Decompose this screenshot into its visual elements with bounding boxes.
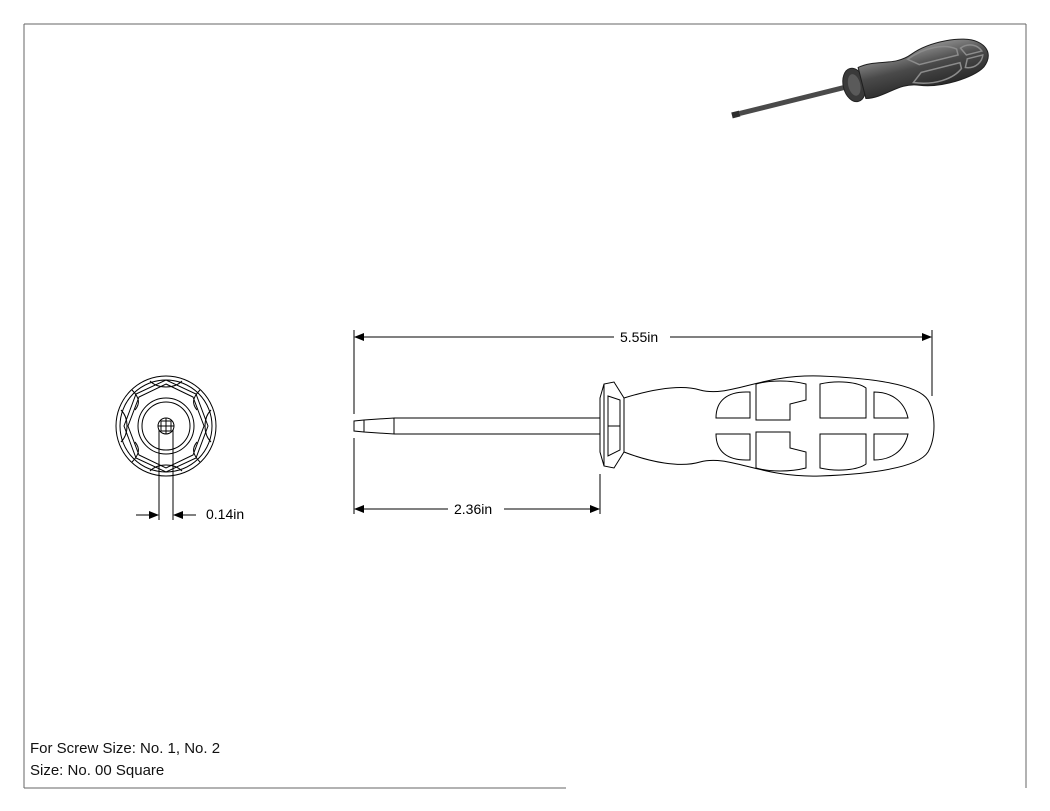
iso-render	[731, 38, 989, 119]
screw-size-note: For Screw Size: No. 1, No. 2	[30, 740, 221, 757]
overall-length-dimension	[353, 330, 933, 414]
overall-length-label: 5.55in	[620, 329, 658, 345]
size-note: Size: No. 00 Square	[30, 762, 165, 779]
drawing-frame	[23, 23, 1027, 789]
end-view	[115, 375, 217, 477]
shaft-length-dimension	[353, 438, 601, 514]
tip-width-label: 0.14in	[206, 506, 244, 522]
tip-width-dimension	[136, 430, 196, 520]
shaft-length-label: 2.36in	[454, 501, 492, 517]
side-view	[353, 375, 935, 477]
